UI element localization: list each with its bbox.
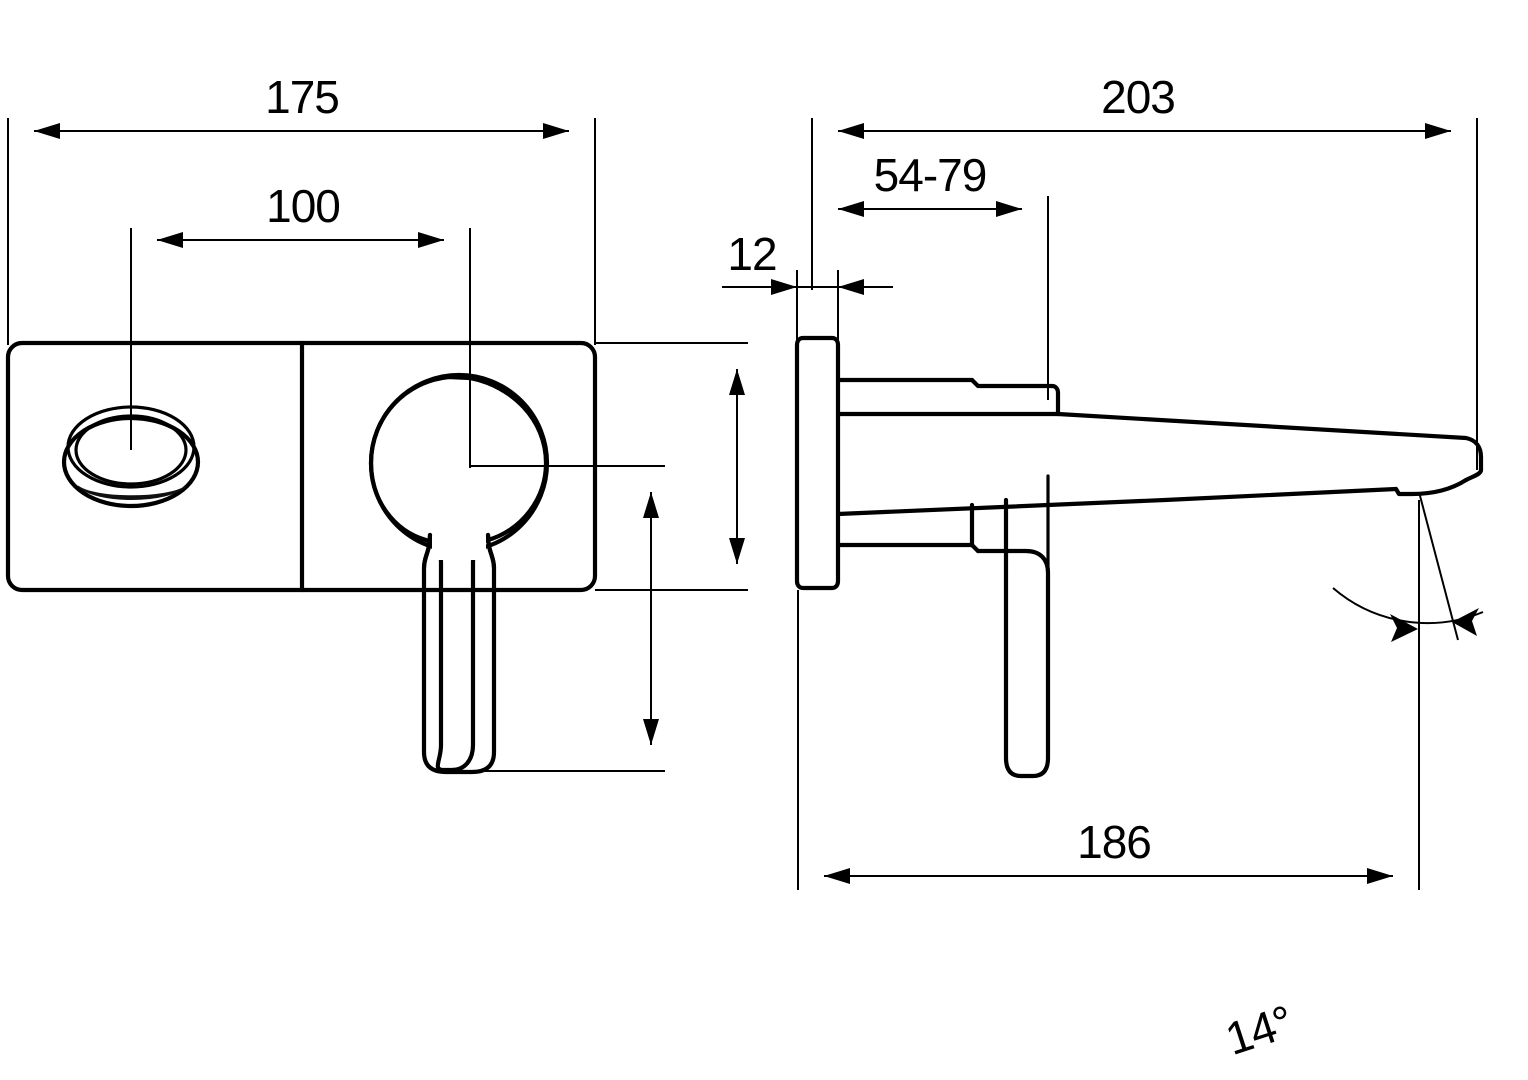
dim-label-203: 203 xyxy=(1101,71,1175,123)
spout-tip xyxy=(1393,467,1484,497)
dim-label-12: 12 xyxy=(727,228,776,280)
angle-leader-line xyxy=(1418,491,1459,641)
spout-upper-edge xyxy=(1055,411,1484,473)
dimension-175: 175 xyxy=(7,71,596,345)
handle-knob-circle xyxy=(368,372,550,554)
dim-label-186: 186 xyxy=(1077,816,1151,868)
spout-body xyxy=(835,377,1484,554)
dim-label-5479: 54-79 xyxy=(874,149,987,201)
button-shadow-sliver xyxy=(77,485,187,500)
dimension-75: 75 xyxy=(595,342,748,591)
handle-join-mask xyxy=(432,528,486,560)
dimension-14-degrees: 14° xyxy=(1219,491,1484,1065)
spout-tip-lip xyxy=(1393,477,1469,497)
dimension-92: 92 xyxy=(435,465,665,772)
lever-handle[interactable] xyxy=(368,374,549,773)
spout-tip-curve xyxy=(1463,467,1484,483)
angle-arrow-right xyxy=(1452,608,1479,636)
spout-collar-step xyxy=(969,377,1061,417)
lever-handle-outline xyxy=(368,374,549,773)
front-view: 175 100 75 92 xyxy=(5,71,748,775)
dim-label-175: 175 xyxy=(265,71,339,123)
dimension-186: 186 xyxy=(797,500,1420,890)
lever-handle-side[interactable] xyxy=(975,474,1051,779)
dim-label-100: 100 xyxy=(266,180,340,232)
handle-neck-fillets xyxy=(421,532,497,571)
dim-label-14-degrees: 14° xyxy=(1219,995,1298,1065)
dimension-203: 203 xyxy=(811,71,1478,470)
side-view: 203 54-79 12 186 xyxy=(722,71,1484,1065)
handle-stem xyxy=(421,532,497,775)
dimension-12: 12 xyxy=(722,228,893,340)
lever-handle-side-outline xyxy=(975,548,1051,779)
dimension-54-79: 54-79 xyxy=(811,149,1049,400)
dimension-100: 100 xyxy=(130,180,471,468)
spout-lower-edge xyxy=(835,486,1399,517)
wall-flange xyxy=(794,335,841,591)
angle-arrow-left xyxy=(1390,614,1418,642)
